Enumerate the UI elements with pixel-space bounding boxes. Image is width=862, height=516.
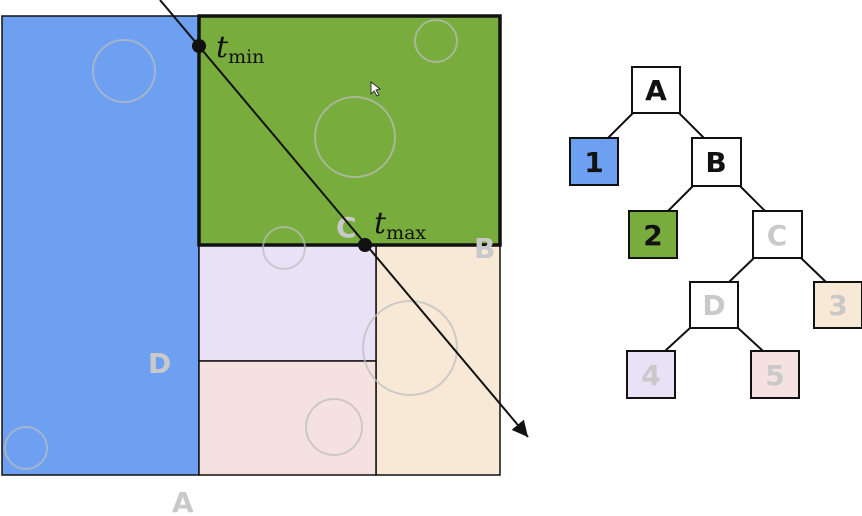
tree-node-c: C <box>752 210 803 259</box>
tree-node-a: A <box>631 66 681 114</box>
region-2-green <box>197 14 502 247</box>
tree-leaf-1: 1 <box>569 137 619 186</box>
edge-c-3 <box>800 257 827 283</box>
edge-b-c <box>739 185 766 212</box>
tree-node-b: B <box>691 137 742 187</box>
tree-leaf-1-label: 1 <box>584 146 603 179</box>
tree-leaf-1-box <box>569 137 619 186</box>
region-label-a: A <box>172 486 194 516</box>
circle-primitive <box>92 39 156 103</box>
t-max-label: tmax <box>374 206 426 244</box>
mouse-cursor-icon <box>370 80 382 97</box>
region-3-peach <box>375 244 501 476</box>
circle-primitive <box>262 226 306 270</box>
edge-d-5 <box>737 327 764 352</box>
tree-node-d: D <box>689 281 739 329</box>
edge-b-2 <box>667 185 694 212</box>
t-max-point <box>358 238 372 252</box>
t-min-point <box>192 39 206 53</box>
tree-leaf-2: 2 <box>628 210 678 259</box>
region-5-pink <box>198 360 377 476</box>
tree-leaf-4: 4 <box>626 350 676 399</box>
region-label-c: C <box>336 211 357 244</box>
tree-leaf-2-box <box>628 210 678 259</box>
tree-leaf-3-label: 3 <box>828 289 847 322</box>
tree-node-d-box <box>689 281 739 329</box>
tree-leaf-3-box <box>813 281 862 329</box>
t-min-subscript: min <box>228 46 264 68</box>
t-max-subscript: max <box>386 222 426 244</box>
tree-leaf-5: 5 <box>750 350 800 399</box>
circle-primitive <box>362 300 458 396</box>
region-1-blue <box>1 15 200 476</box>
tree-leaf-4-label: 4 <box>641 359 660 392</box>
tree-node-c-label: C <box>767 219 788 252</box>
tree-node-b-box <box>691 137 742 187</box>
tree-leaf-4-box <box>626 350 676 399</box>
tree-node-b-label: B <box>705 146 726 179</box>
circle-primitive <box>4 426 48 470</box>
circle-primitive <box>305 398 363 456</box>
tree-edges <box>607 112 827 352</box>
region-label-b: B <box>474 232 495 265</box>
tree-leaf-3: 3 <box>813 281 862 329</box>
tree-leaf-2-label: 2 <box>643 219 662 252</box>
edge-c-d <box>728 257 755 283</box>
ray-line <box>159 0 529 438</box>
tree-leaf-5-box <box>750 350 800 399</box>
circle-primitive <box>314 96 396 178</box>
circle-primitive <box>414 19 458 63</box>
t-max-symbol: t <box>374 206 387 241</box>
region-4-lavender <box>198 244 377 362</box>
edge-a-b <box>678 112 705 139</box>
t-min-symbol: t <box>216 30 229 65</box>
edge-d-4 <box>664 327 691 352</box>
tree-node-a-box <box>631 66 681 114</box>
tree-node-c-box <box>752 210 803 259</box>
tree-node-a-label: A <box>645 74 667 107</box>
primitive-circles <box>4 19 458 470</box>
region-label-d: D <box>148 347 171 380</box>
tree-node-d-label: D <box>702 289 725 322</box>
edge-a-1 <box>607 112 634 139</box>
tree-leaf-5-label: 5 <box>765 359 784 392</box>
t-min-label: tmin <box>216 30 264 68</box>
